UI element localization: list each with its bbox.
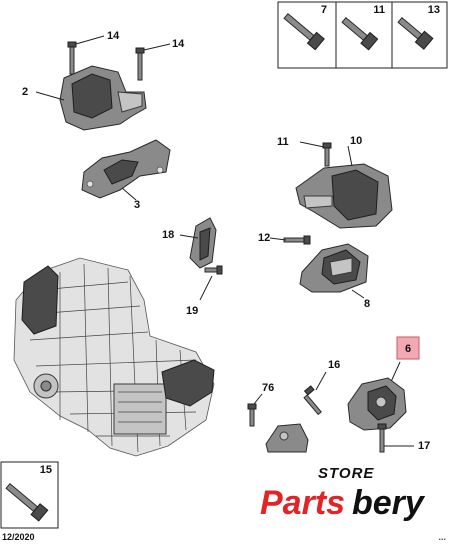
callout-18: 18: [162, 229, 174, 241]
footer-date: 12/2020: [2, 532, 35, 542]
partsbery-logo: STORE Parts bery: [260, 465, 426, 522]
part-8-engine-mount[interactable]: [299, 243, 369, 293]
callout-3: 3: [134, 199, 140, 211]
logo-store-text: STORE: [318, 465, 374, 482]
bolt-11[interactable]: [322, 142, 332, 167]
hardware-box-11-label: 11: [373, 4, 385, 16]
bolt-15-icon: [5, 482, 49, 522]
callout-14-left: 14: [107, 30, 120, 42]
logo-parts-text: Parts: [260, 484, 345, 522]
callout-12: 12: [258, 232, 270, 244]
logo-bery-text: bery: [352, 484, 426, 522]
bolt-13-icon: [397, 16, 434, 50]
engine-assembly: [13, 257, 215, 457]
callout-2: 2: [22, 86, 28, 98]
callout-17: 17: [418, 440, 430, 452]
bolt-76[interactable]: [247, 403, 257, 427]
part-18-bracket[interactable]: [189, 217, 217, 269]
hardware-box-11[interactable]: 11: [335, 1, 393, 69]
callout-8: 8: [364, 298, 370, 310]
callout-14-right: 14: [172, 38, 185, 50]
part-3-bracket[interactable]: [81, 139, 171, 199]
hardware-box-13-label: 13: [428, 4, 440, 16]
footer-ref-code: ...: [438, 532, 446, 542]
bolt-14-left[interactable]: [67, 41, 77, 75]
bolt-19[interactable]: [204, 265, 223, 275]
bolt-12[interactable]: [283, 235, 311, 245]
bolt-11-icon: [341, 16, 379, 51]
bolt-14-right[interactable]: [135, 47, 145, 81]
bolt-7-icon: [283, 12, 325, 51]
hardware-box-7[interactable]: 7: [277, 1, 337, 69]
hardware-box-15[interactable]: 15: [0, 461, 59, 529]
callout-76: 76: [262, 382, 274, 394]
part-2-engine-mount[interactable]: [59, 65, 147, 131]
bolt-17[interactable]: [377, 423, 387, 453]
callout-16: 16: [328, 359, 340, 371]
hardware-box-15-label: 15: [40, 464, 52, 476]
callout-6: 6: [405, 343, 411, 355]
callout-19: 19: [186, 305, 198, 317]
hardware-box-13[interactable]: 13: [391, 1, 448, 69]
part-6-highlight-box: [396, 336, 420, 360]
hardware-box-7-label: 7: [321, 4, 327, 16]
part-10-engine-mount[interactable]: [295, 163, 393, 229]
callout-11: 11: [277, 136, 289, 148]
part-6-engine-mount[interactable]: [347, 377, 407, 431]
bolt-16[interactable]: [303, 385, 322, 416]
part-76-bracket-fragment[interactable]: [265, 423, 309, 453]
callout-10: 10: [350, 135, 362, 147]
